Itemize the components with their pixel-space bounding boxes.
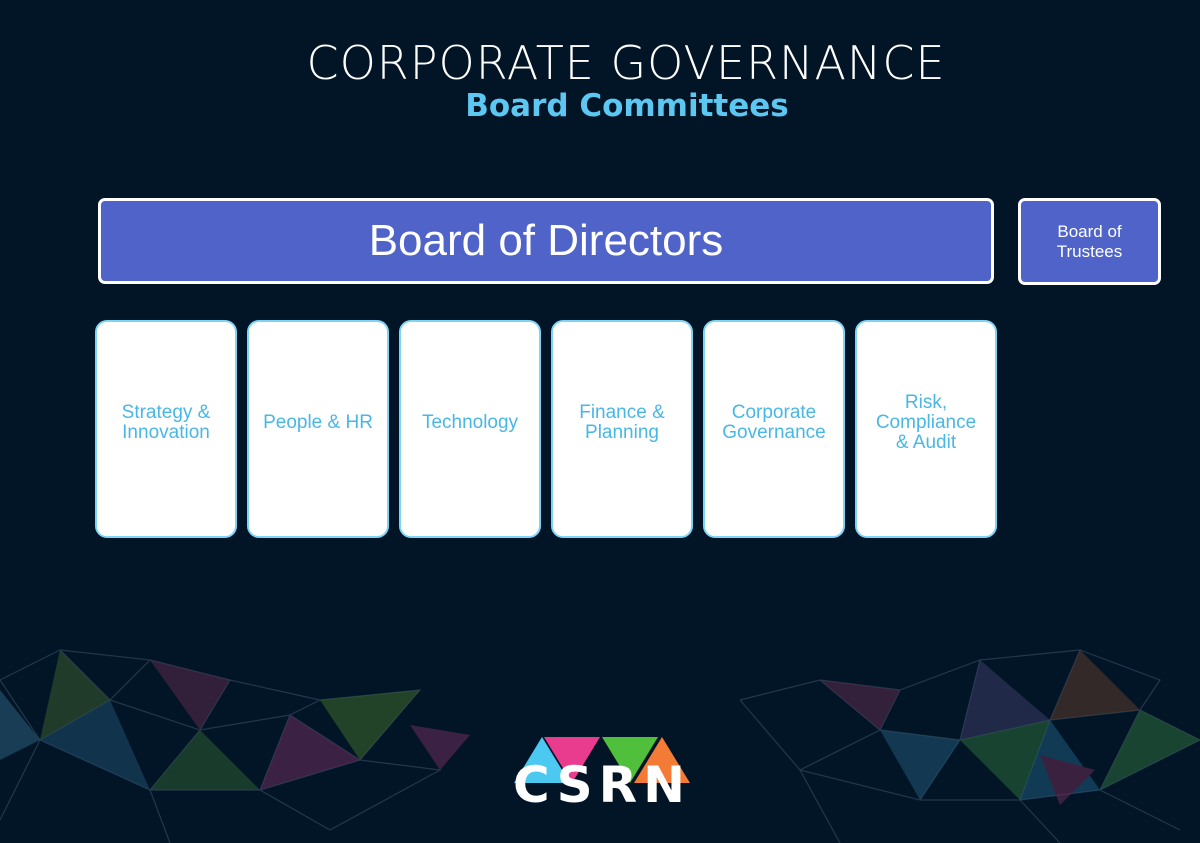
board-of-directors-box: Board of Directors: [98, 198, 994, 284]
committee-label: Strategy & Innovation: [121, 402, 211, 443]
csrn-logo-icon: [514, 737, 690, 783]
committee-label: Risk, Compliance & Audit: [875, 392, 977, 453]
committee-finance-planning: Finance & Planning: [551, 320, 693, 538]
logo-wordmark: CSRN: [513, 756, 691, 814]
board-of-trustees-box: Board of Trustees: [1018, 198, 1161, 285]
logo-triangle-pink: [544, 737, 600, 783]
committee-strategy-innovation: Strategy & Innovation: [95, 320, 237, 538]
committee-people-hr: People & HR: [247, 320, 389, 538]
committee-risk-compliance-audit: Risk, Compliance & Audit: [855, 320, 997, 538]
board-of-directors-label: Board of Directors: [368, 216, 724, 265]
triangle-pattern-decoration: [0, 649, 1200, 843]
board-of-trustees-label: Board of Trustees: [1056, 221, 1123, 261]
committee-label: Corporate Governance: [722, 402, 826, 443]
logo-triangle-blue: [514, 737, 570, 783]
logo-triangle-orange: [634, 737, 690, 783]
page-title: CORPORATE GOVERNANCE: [306, 36, 946, 90]
committee-label: Finance & Planning: [579, 402, 665, 443]
committee-row: Strategy & Innovation People & HR Techno…: [95, 320, 997, 538]
logo-triangle-green: [602, 737, 658, 783]
committee-label: Technology: [421, 412, 519, 433]
committee-corporate-governance: Corporate Governance: [703, 320, 845, 538]
page-subtitle: Board Committees: [465, 88, 789, 124]
committee-label: People & HR: [263, 412, 373, 433]
committee-technology: Technology: [399, 320, 541, 538]
